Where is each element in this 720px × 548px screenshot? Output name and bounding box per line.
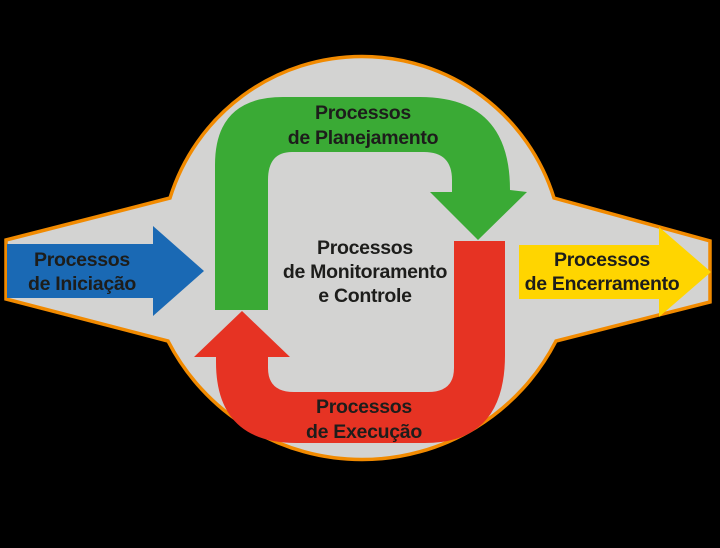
- closing-label: Processos de Encerramento: [525, 249, 680, 295]
- initiation-label-line2: de Iniciação: [28, 273, 136, 295]
- monitoring-label-line1: Processos: [317, 237, 413, 259]
- platform-blob: [4, 54, 712, 462]
- closing-arrow: [519, 227, 711, 317]
- execution-label-line1: Processos: [316, 396, 412, 418]
- execution-label: Processos de Execução: [306, 396, 423, 443]
- monitoring-label: Processos de Monitoramento e Controle: [283, 237, 448, 307]
- execution-label-line2: de Execução: [306, 421, 422, 443]
- initiation-label: Processos de Iniciação: [28, 249, 137, 295]
- planning-arrow: [215, 97, 527, 310]
- closing-label-line2: de Encerramento: [525, 273, 680, 295]
- initiation-label-line1: Processos: [34, 249, 130, 271]
- execution-arrow: [194, 241, 505, 443]
- initiation-arrow: [7, 226, 204, 316]
- planning-label-line1: Processos: [315, 102, 411, 124]
- closing-label-line1: Processos: [554, 249, 650, 271]
- planning-label: Processos de Planejamento: [288, 102, 439, 149]
- monitoring-label-line2: de Monitoramento: [283, 261, 448, 283]
- planning-label-line2: de Planejamento: [288, 127, 439, 149]
- monitoring-label-line3: e Controle: [318, 285, 412, 307]
